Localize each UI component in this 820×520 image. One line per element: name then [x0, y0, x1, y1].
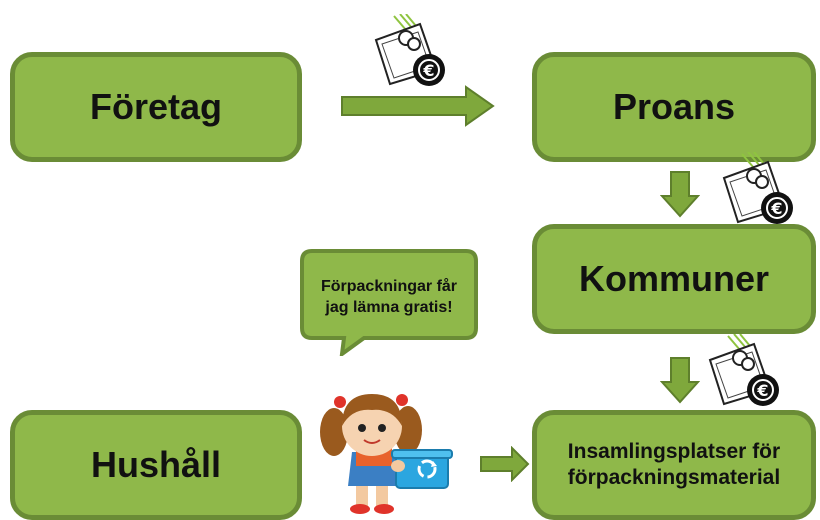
- node-hushall: Hushåll: [10, 410, 302, 520]
- node-proans: Proans: [532, 52, 816, 162]
- girl-recycling-illustration: [320, 394, 453, 514]
- money-euro-icon: €: [722, 152, 793, 224]
- arrow-proans-to-kommuner: [660, 171, 700, 218]
- speech-bubble: Förpackningar får jag lämna gratis!: [298, 248, 480, 356]
- node-proans-label: Proans: [612, 86, 736, 127]
- node-insamlingsplatser: Insamlingsplatser för förpackningsmateri…: [532, 410, 816, 520]
- node-hushall-label: Hushåll: [90, 444, 222, 485]
- node-foretag-label: Företag: [89, 86, 222, 127]
- node-kommuner-label: Kommuner: [578, 258, 770, 299]
- arrow-hushall-to-insamling: [480, 446, 530, 482]
- svg-text:€: €: [756, 381, 768, 400]
- recycle-icon: [417, 459, 437, 479]
- arrow-foretag-to-proans: [341, 85, 495, 127]
- speech-bubble-text: Förpackningar får jag lämna gratis!: [320, 278, 458, 316]
- node-insamlingsplatser-label: Insamlingsplatser för förpackningsmateri…: [567, 439, 781, 489]
- node-foretag: Företag: [10, 52, 302, 162]
- svg-text:€: €: [770, 199, 782, 218]
- money-euro-icon: €: [374, 14, 445, 86]
- node-kommuner: Kommuner: [532, 224, 816, 334]
- svg-text:€: €: [422, 61, 434, 80]
- money-euro-icon: €: [708, 334, 779, 406]
- arrow-kommuner-to-insamling: [660, 357, 700, 404]
